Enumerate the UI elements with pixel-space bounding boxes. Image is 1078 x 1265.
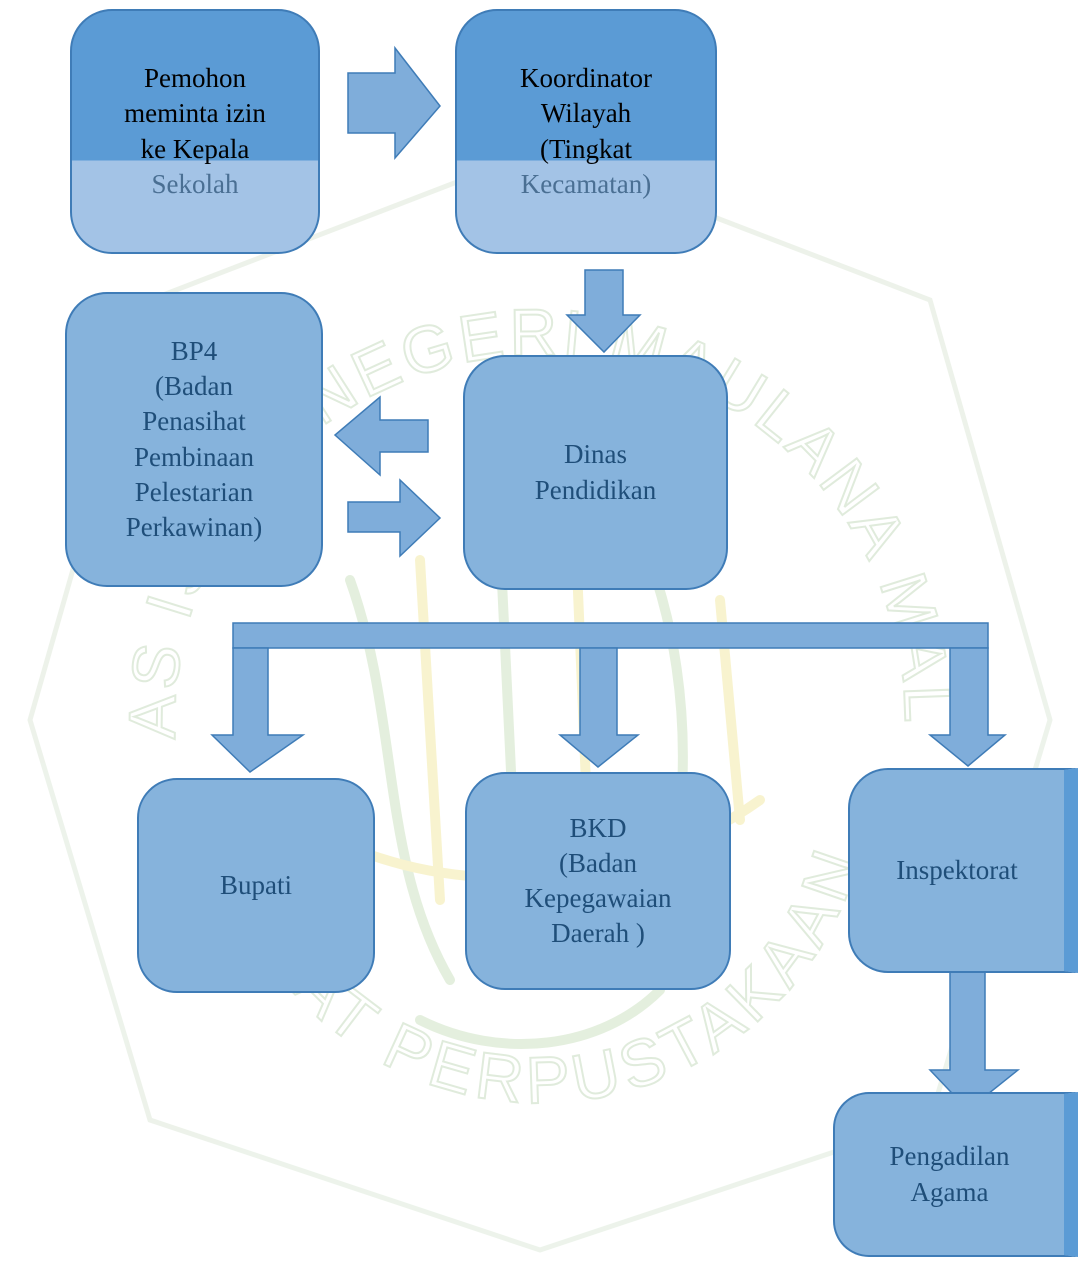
node-koordinator-line-1: Koordinator: [520, 63, 652, 94]
node-pengadilan-line-2: Agama: [910, 1176, 989, 1207]
node-pemohon: Pemohon meminta izin ke Kepala Sekolah: [70, 9, 320, 254]
node-koordinator-line-3: (Tingkat: [539, 133, 633, 164]
node-pemohon-line-4: Sekolah: [151, 168, 239, 199]
node-bp4-line-3: Penasihat: [142, 406, 246, 437]
arrows: [210, 45, 1021, 1112]
node-bupati: Bupati: [137, 778, 375, 993]
node-bkd-line-2: (Badan: [559, 847, 637, 878]
node-bp4-line-1: BP4: [170, 336, 218, 367]
node-dinas: Dinas Pendidikan: [463, 355, 728, 590]
node-koordinator: Koordinator Wilayah (Tingkat Kecamatan): [455, 9, 717, 254]
arrow-to-inspektorat: [927, 647, 1008, 767]
node-bp4-line-2: (Badan: [155, 371, 233, 402]
arrow-dinas-to-bp4: [333, 395, 429, 477]
node-dinas-line-1: Dinas: [564, 439, 627, 470]
node-inspektorat: Inspektorat: [848, 768, 1078, 973]
node-bp4-line-4: Pembinaan: [134, 441, 254, 472]
node-bkd-line-3: Kepegawaian: [524, 883, 672, 913]
node-koordinator-line-2: Wilayah: [540, 98, 632, 129]
node-bp4-line-6: Perkawinan): [125, 511, 263, 542]
node-bp4-line-5: Pelestarian: [134, 476, 254, 507]
arrow-koordinator-to-dinas: [565, 269, 642, 354]
node-bkd-line-4: Daerah ): [551, 918, 645, 949]
node-bkd: BKD (Badan Kepegawaian Daerah ): [465, 772, 731, 990]
node-dinas-line-2: Pendidikan: [534, 474, 657, 505]
node-bp4: BP4 (Badan Penasihat Pembinaan Pelestari…: [65, 292, 323, 587]
node-koordinator-line-4: Kecamatan): [520, 168, 652, 199]
node-bupati-line-1: Bupati: [220, 869, 292, 900]
arrow-distribution-bar: [232, 622, 989, 649]
arrow-to-bupati: [210, 647, 306, 773]
arrow-pemohon-to-koordinator: [347, 45, 441, 161]
node-inspektorat-line-1: Inspektorat: [896, 854, 1018, 885]
arrow-inspektorat-to-pengadilan: [928, 971, 1021, 1112]
node-pemohon-line-2: meminta izin: [124, 98, 266, 129]
node-pengadilan-line-1: Pengadilan: [889, 1141, 1010, 1172]
arrow-bp4-to-dinas: [347, 478, 442, 558]
arrow-to-bkd: [557, 647, 641, 768]
node-pengadilan: Pengadilan Agama: [833, 1092, 1078, 1257]
node-bkd-line-1: BKD: [569, 812, 627, 843]
node-pemohon-line-3: ke Kepala: [140, 133, 250, 164]
node-pemohon-line-1: Pemohon: [143, 63, 246, 94]
